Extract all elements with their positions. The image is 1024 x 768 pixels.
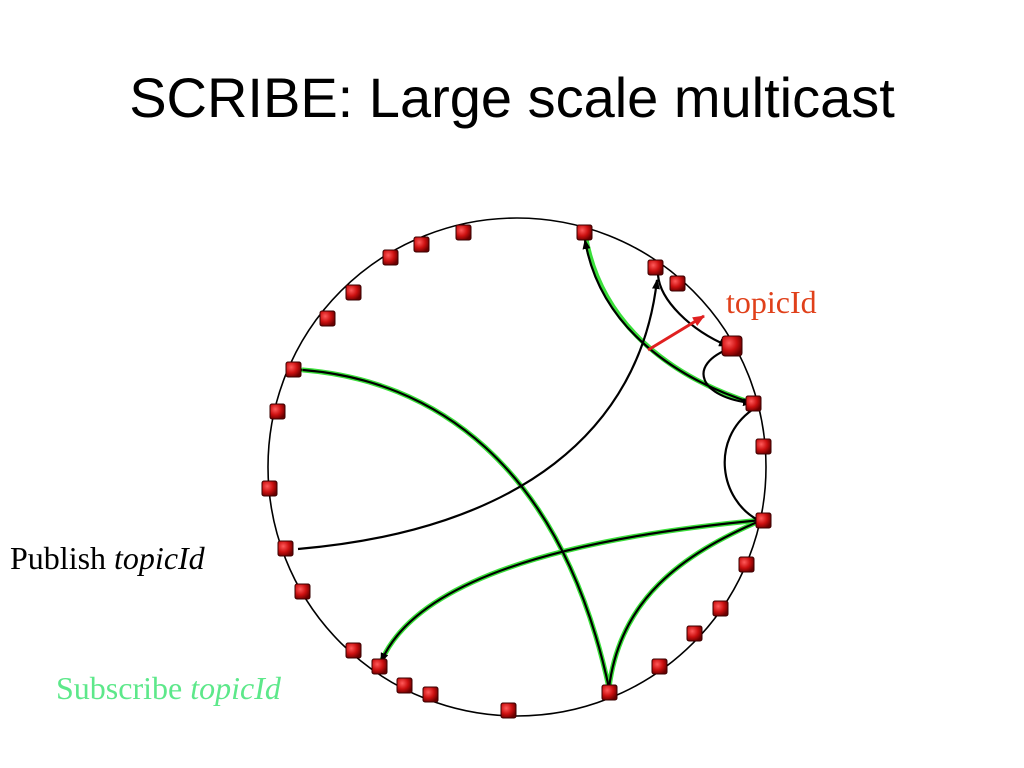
ring-node xyxy=(755,438,772,455)
ring-node xyxy=(601,684,618,701)
ring-node xyxy=(745,395,762,412)
ring-node xyxy=(647,259,664,276)
subscribe-hop-3 xyxy=(379,518,763,663)
message-routes xyxy=(293,239,763,698)
ring-node xyxy=(261,480,278,497)
subscribe-hop-2 xyxy=(603,518,763,698)
subscribe-hop-5 xyxy=(723,401,762,521)
subscribe-hop-1 xyxy=(293,365,611,689)
publish-term: topicId xyxy=(114,540,205,576)
ring-node xyxy=(345,642,362,659)
topic-id-label: topicId xyxy=(726,284,817,320)
ring-node xyxy=(371,658,388,675)
ring-node xyxy=(294,583,311,600)
ring-node xyxy=(382,249,399,266)
ring-node xyxy=(500,702,517,719)
publish-route xyxy=(297,279,660,551)
topic-pointer-arrow xyxy=(647,314,705,352)
ring-node xyxy=(738,556,755,573)
subscribe-hop-4 xyxy=(582,239,753,405)
ring-node xyxy=(396,677,413,694)
ring-node xyxy=(651,658,668,675)
ring-node xyxy=(576,224,593,241)
publish-label: Publish topicId xyxy=(10,540,205,576)
route-hop-2 xyxy=(702,346,753,407)
ring-node xyxy=(285,361,302,378)
subscribe-verb: Subscribe xyxy=(56,670,183,706)
ring-node xyxy=(269,403,286,420)
subscribe-route-highlight xyxy=(300,230,765,691)
ring-nodes xyxy=(261,224,772,719)
ring-node xyxy=(277,540,294,557)
subscribe-label: Subscribe topicId xyxy=(56,670,281,706)
ring-node xyxy=(319,310,336,327)
subscribe-term: topicId xyxy=(190,670,281,706)
pastry-ring xyxy=(267,217,767,717)
ring-node xyxy=(455,224,472,241)
ring-node xyxy=(669,275,686,292)
ring-node xyxy=(686,625,703,642)
ring-node xyxy=(422,686,439,703)
slide-title: SCRIBE: Large scale multicast xyxy=(129,66,895,129)
ring-node xyxy=(413,236,430,253)
ring-node xyxy=(345,284,362,301)
ring-node xyxy=(712,600,729,617)
ring-node xyxy=(755,512,772,529)
route-hop-1 xyxy=(656,274,729,348)
publish-verb: Publish xyxy=(10,540,107,576)
ring-node-topic-root xyxy=(721,335,743,357)
